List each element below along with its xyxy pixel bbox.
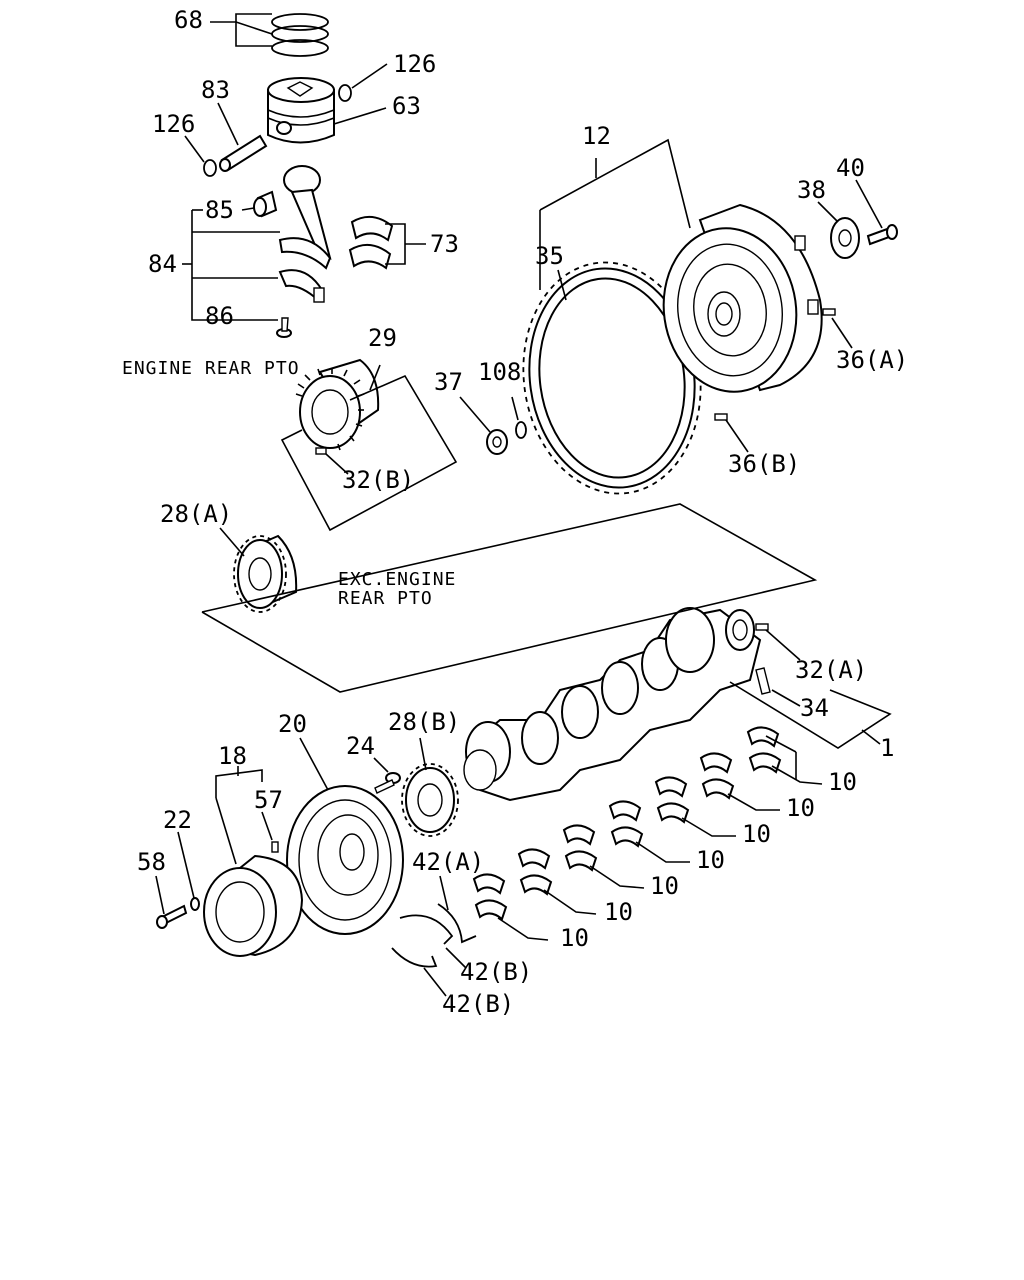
label-63: 63 (392, 92, 421, 120)
label-36b: 36(B) (728, 450, 800, 478)
label-86: 86 (205, 302, 234, 330)
label-10: 10 (786, 794, 815, 822)
notes: ENGINE REAR PTO EXC.ENGINE REAR PTO (122, 358, 456, 609)
bearing-37 (486, 429, 508, 455)
crankshaft (463, 607, 762, 802)
piston-rings (271, 13, 329, 57)
thrust-washer-42a (437, 903, 477, 944)
rod-bolt (276, 317, 292, 338)
label-37: 37 (434, 368, 463, 396)
pin-32a (755, 623, 769, 631)
label-10: 10 (560, 924, 589, 952)
connecting-rod (253, 165, 332, 303)
label-34: 34 (800, 694, 829, 722)
crank-damper (286, 785, 404, 935)
label-1: 1 (880, 734, 894, 762)
note-exc-engine: EXC.ENGINE (338, 569, 456, 590)
ring-108 (515, 421, 527, 439)
label-10: 10 (650, 872, 679, 900)
label-28a: 28(A) (160, 500, 232, 528)
label-32a: 32(A) (795, 656, 867, 684)
label-20: 20 (278, 710, 307, 738)
pin-24 (374, 772, 401, 794)
label-84: 84 (148, 250, 177, 278)
label-126-left: 126 (152, 110, 195, 138)
label-22: 22 (163, 806, 192, 834)
label-73: 73 (430, 230, 459, 258)
label-68: 68 (174, 6, 203, 34)
label-29: 29 (368, 324, 397, 352)
label-12: 12 (582, 122, 611, 150)
thrust-washer-42b-lower (391, 947, 438, 968)
label-35: 35 (535, 242, 564, 270)
pto-gear (295, 358, 380, 451)
label-108: 108 (478, 358, 521, 386)
leader-lines (155, 13, 892, 997)
flywheel (662, 203, 823, 393)
label-38: 38 (797, 176, 826, 204)
piston (267, 77, 335, 144)
label-36a: 36(A) (836, 346, 908, 374)
label-40: 40 (836, 154, 865, 182)
pin-34 (755, 667, 771, 695)
flywheel-bolt-40 (866, 224, 898, 246)
label-32b: 32(B) (342, 466, 414, 494)
label-42b-lower: 42(B) (442, 990, 514, 1018)
label-10: 10 (828, 768, 857, 796)
label-42a: 42(A) (412, 848, 484, 876)
bolt-58 (156, 904, 188, 929)
pin-32b (315, 447, 327, 455)
timing-gear-28b (401, 763, 459, 837)
note-engine-rear-pto: ENGINE REAR PTO (122, 358, 300, 379)
label-42b-upper: 42(B) (460, 958, 532, 986)
label-28b: 28(B) (388, 708, 460, 736)
label-10: 10 (604, 898, 633, 926)
piston-pin (219, 134, 268, 172)
label-126-right: 126 (393, 50, 436, 78)
label-85: 85 (205, 196, 234, 224)
key-57 (271, 841, 279, 853)
ring-gear (522, 261, 702, 495)
washer-22 (190, 897, 200, 911)
note-rear-pto: REAR PTO (338, 588, 433, 609)
dowel-36b (714, 413, 728, 421)
label-10: 10 (696, 846, 725, 874)
dowel-36a (822, 308, 836, 316)
label-58: 58 (137, 848, 166, 876)
crank-pulley (203, 854, 304, 957)
label-83: 83 (201, 76, 230, 104)
rod-bearings (348, 215, 394, 270)
label-24: 24 (346, 732, 375, 760)
snap-ring-left (203, 159, 217, 177)
thrust-washer-42b-upper (399, 914, 454, 945)
label-10: 10 (742, 820, 771, 848)
label-57: 57 (254, 786, 283, 814)
label-18: 18 (218, 742, 247, 770)
gear-28a (233, 534, 298, 613)
snap-ring-right (338, 84, 352, 102)
part-labels: 68 126 83 63 126 85 84 73 86 12 40 38 35… (137, 6, 908, 1018)
main-bearings (472, 726, 782, 921)
flywheel-plate-38 (830, 217, 860, 259)
